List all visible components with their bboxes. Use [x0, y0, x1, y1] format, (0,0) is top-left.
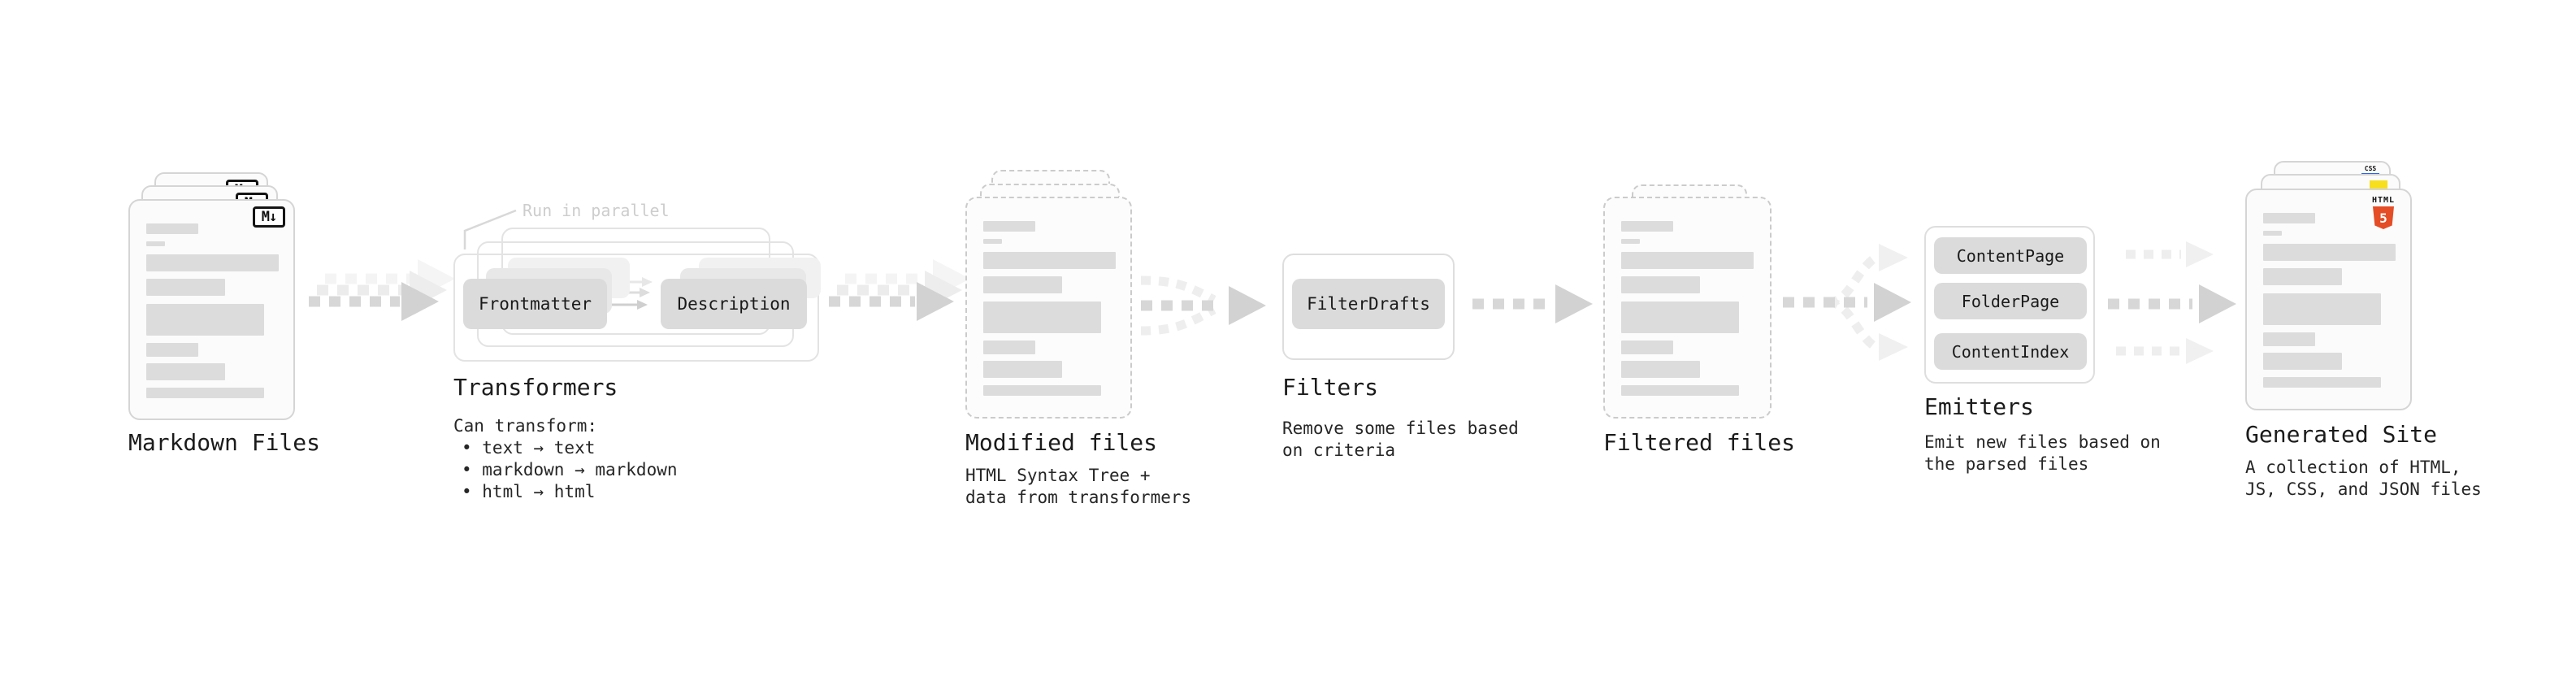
transform-bullet: • markdown → markdown	[462, 460, 678, 479]
modified-files-description: HTML Syntax Tree + data from transformer…	[965, 465, 1191, 509]
html5-icon-number: 5	[2379, 210, 2387, 226]
skeleton-line	[2263, 353, 2342, 370]
skeleton-line	[983, 252, 1116, 269]
frontmatter-pill: Frontmatter	[463, 279, 607, 329]
transformers-label: Transformers	[453, 374, 618, 401]
js-icon	[2370, 180, 2387, 190]
transform-bullet: • html → html	[462, 482, 596, 501]
generated-site-description: A collection of HTML, JS, CSS, and JSON …	[2245, 457, 2482, 501]
transformer-box-front	[453, 254, 819, 362]
skeleton-line	[2263, 231, 2282, 236]
filters-desc-line: on criteria	[1282, 440, 1396, 460]
arrow-emitters-to-generated	[2108, 241, 2236, 364]
transformers-description: Can transform: • text → text • markdown …	[453, 415, 678, 503]
generated-site-label: Generated Site	[2245, 421, 2438, 448]
generated-desc-line: JS, CSS, and JSON files	[2245, 479, 2482, 499]
skeleton-line	[146, 343, 198, 357]
skeleton-line	[146, 363, 225, 380]
skeleton-line	[2263, 244, 2396, 261]
skeleton-line	[2263, 377, 2381, 388]
filtered-doc-front	[1603, 197, 1772, 419]
skeleton-line	[146, 254, 279, 271]
transform-bullet: • text → text	[462, 438, 596, 458]
skeleton-line	[983, 340, 1035, 354]
skeleton-line	[1621, 385, 1739, 396]
skeleton-line	[2263, 268, 2342, 285]
arrow-filters-to-filtered	[1472, 284, 1593, 323]
emitters-description: Emit new files based on the parsed files	[1924, 432, 2161, 475]
skeleton-line	[2263, 213, 2315, 223]
description-pill: Description	[661, 279, 807, 329]
html5-icon-text: HTML	[2371, 196, 2396, 205]
markdown-doc-front: M↓	[128, 199, 295, 420]
filters-label: Filters	[1282, 374, 1379, 401]
arrow-transformers-to-modified	[829, 259, 970, 321]
skeleton-line	[1621, 361, 1700, 378]
skeleton-line	[2263, 293, 2381, 325]
markdown-icon: M↓	[253, 206, 285, 228]
emitters-label: Emitters	[1924, 393, 2034, 420]
skeleton-line	[146, 279, 225, 296]
skeleton-line	[1621, 301, 1739, 333]
modified-desc-line: HTML Syntax Tree +	[965, 466, 1151, 485]
contentindex-pill: ContentIndex	[1934, 333, 2087, 370]
html5-icon-shield: 5	[2373, 206, 2394, 229]
skeleton-line	[146, 388, 264, 398]
emitters-desc-line: the parsed files	[1924, 454, 2089, 474]
folderpage-pill: FolderPage	[1934, 283, 2087, 319]
arrow-markdown-to-transformers	[309, 259, 455, 321]
css-icon-text: CSS	[2364, 165, 2377, 172]
skeleton-line	[1621, 252, 1754, 269]
skeleton-line	[983, 221, 1035, 232]
skeleton-line	[1621, 340, 1673, 354]
emitters-desc-line: Emit new files based on	[1924, 432, 2161, 452]
html5-icon: HTML 5	[2366, 197, 2400, 229]
generated-doc-front: HTML 5	[2245, 189, 2412, 410]
markdown-files-label: Markdown Files	[128, 429, 321, 456]
skeleton-line	[983, 301, 1101, 333]
filterdrafts-pill: FilterDrafts	[1292, 279, 1445, 329]
transformers-desc-heading: Can transform:	[453, 416, 598, 436]
modified-files-label: Modified files	[965, 429, 1158, 456]
filtered-files-label: Filtered files	[1603, 429, 1796, 456]
modified-desc-line: data from transformers	[965, 488, 1192, 507]
skeleton-line	[146, 223, 198, 234]
filters-description: Remove some files based on criteria	[1282, 418, 1519, 462]
arrow-filtered-to-emitters	[1783, 244, 1911, 361]
skeleton-line	[1621, 276, 1700, 293]
contentpage-pill: ContentPage	[1934, 237, 2087, 274]
skeleton-line	[146, 304, 264, 336]
skeleton-line	[1621, 239, 1640, 244]
skeleton-line	[1621, 221, 1673, 232]
modified-doc-front	[965, 197, 1132, 419]
skeleton-line	[2263, 332, 2315, 346]
skeleton-line	[983, 239, 1002, 244]
skeleton-line	[983, 385, 1101, 396]
skeleton-line	[983, 361, 1062, 378]
filters-desc-line: Remove some files based	[1282, 419, 1519, 438]
generated-desc-line: A collection of HTML,	[2245, 458, 2461, 477]
skeleton-line	[146, 241, 165, 246]
run-in-parallel-callout: Run in parallel	[523, 201, 670, 220]
arrow-modified-to-filters	[1140, 275, 1266, 336]
skeleton-line	[983, 276, 1062, 293]
